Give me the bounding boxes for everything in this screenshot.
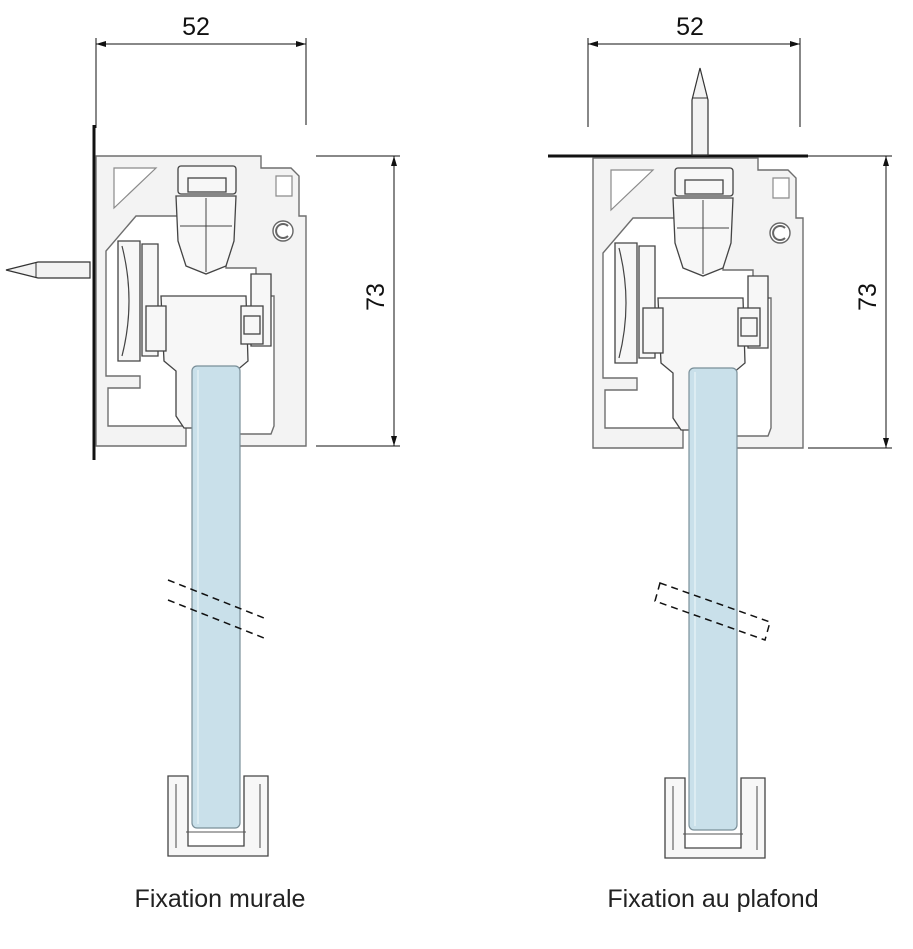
wall-nail-icon xyxy=(5,261,91,279)
caption-ceiling-mount: Fixation au plafond xyxy=(607,885,818,913)
break-lines-icon-2 xyxy=(654,582,771,641)
view-ceiling-mount: 52 73 Fixation au plafond xyxy=(548,13,892,913)
break-lines-icon xyxy=(167,579,265,639)
width-label-2: 52 xyxy=(676,13,704,41)
height-label: 73 xyxy=(362,283,390,311)
width-dimension: 52 xyxy=(95,13,307,128)
caption-wall-mount: Fixation murale xyxy=(135,885,306,913)
height-label-2: 73 xyxy=(854,283,882,311)
height-dimension: 73 xyxy=(316,155,400,447)
height-dimension-2: 73 xyxy=(808,155,892,449)
view-wall-mount: 52 73 Fixation murale xyxy=(5,13,400,913)
width-dimension-2: 52 xyxy=(587,13,801,127)
ceiling-nail-icon xyxy=(691,67,709,156)
width-label: 52 xyxy=(182,13,210,41)
